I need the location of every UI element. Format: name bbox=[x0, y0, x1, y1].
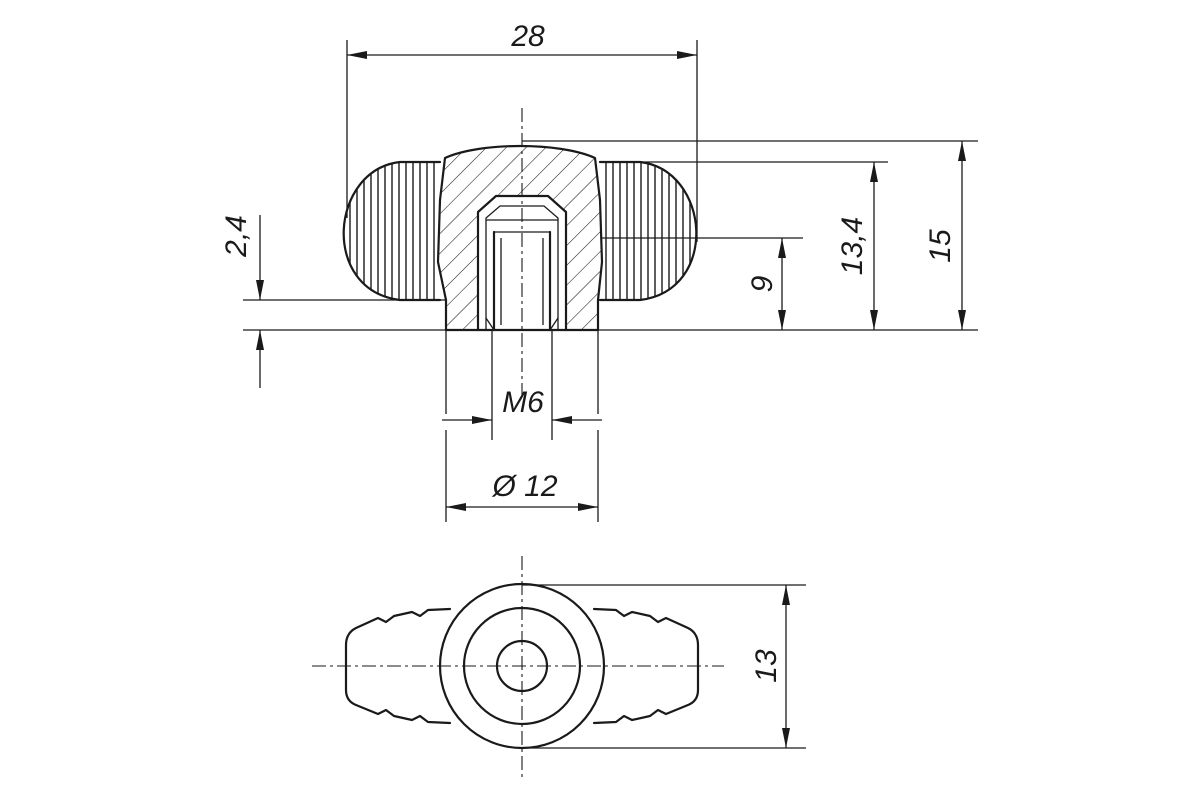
hub-diameter-label: Ø 12 bbox=[491, 470, 557, 503]
front-section-view bbox=[342, 108, 698, 395]
shoulder-height-label: 2,4 bbox=[220, 215, 253, 258]
dimension-thread-m6: M6 bbox=[442, 330, 602, 440]
dimension-thickness-13: 13 bbox=[522, 584, 806, 749]
dimension-shoulder-2-4: 2,4 bbox=[220, 215, 446, 388]
dimension-hub-diameter: Ø 12 bbox=[445, 430, 599, 522]
thread-depth-label: 9 bbox=[746, 275, 779, 292]
dimension-height-9: 9 bbox=[746, 238, 786, 330]
right-wing-outline bbox=[598, 160, 698, 302]
left-wing-outline bbox=[342, 160, 442, 302]
overall-height-label: 15 bbox=[924, 229, 957, 263]
thickness-label: 13 bbox=[750, 649, 783, 683]
right-wing-ribs bbox=[605, 162, 691, 300]
hub-section bbox=[438, 146, 602, 330]
wing-outline bbox=[344, 607, 700, 725]
thread-label: M6 bbox=[502, 386, 544, 419]
rib-height-label: 13,4 bbox=[836, 217, 869, 275]
top-view bbox=[312, 556, 724, 778]
width-label: 28 bbox=[510, 20, 545, 53]
left-wing-ribs bbox=[349, 162, 435, 300]
dimension-height-13-4: 13,4 bbox=[836, 162, 878, 330]
dimension-width-28: 28 bbox=[346, 20, 698, 242]
dimension-height-15: 15 bbox=[924, 141, 966, 330]
hub-outline bbox=[436, 144, 604, 332]
